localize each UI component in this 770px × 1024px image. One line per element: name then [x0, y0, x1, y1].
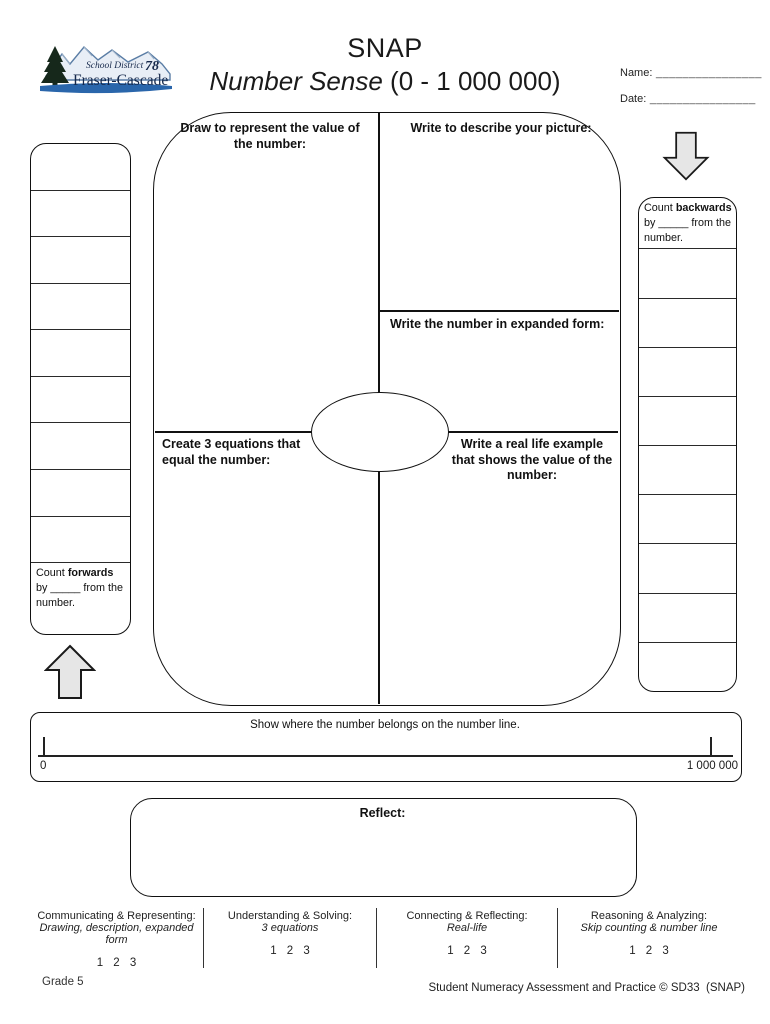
name-date-block: Name: ________________ Date: ___________… [620, 60, 762, 112]
skip-count-cell [31, 191, 130, 238]
reflect-box [130, 798, 637, 897]
rubric-scale: 1 2 3 [96, 957, 137, 969]
real-life-prompt: Write a real life example that shows the… [451, 437, 613, 483]
number-line-min-label: 0 [40, 760, 47, 772]
rubric-subtitle: Skip counting & number line [580, 922, 718, 934]
count-forwards-cells [31, 144, 130, 564]
rubric-scale: 1 2 3 [629, 945, 669, 957]
skip-count-cell [639, 249, 736, 299]
skip-count-cell [639, 594, 736, 643]
skip-count-cell [639, 643, 736, 691]
number-line-box [30, 712, 742, 782]
subtitle-italic: Number Sense [209, 66, 383, 96]
number-line-right-tick [710, 737, 712, 756]
skip-count-cell [31, 284, 130, 331]
skip-count-cell [31, 330, 130, 377]
rubric-connecting: Connecting & Reflecting: Real-life 1 2 3 [376, 908, 557, 968]
up-arrow-icon [43, 644, 97, 700]
rubric-subtitle: Real-life [446, 922, 488, 934]
count-forwards-post: by _____ from the number. [36, 582, 124, 610]
page-subtitle: Number Sense (0 - 1 000 000) [0, 66, 770, 97]
skip-count-cell [31, 423, 130, 470]
logo-district-number: 78 [145, 59, 159, 74]
rubric-scale: 1 2 3 [447, 945, 487, 957]
count-backwards-post: by _____ from the number. [644, 217, 732, 245]
rubric-title: Communicating & Representing: [37, 910, 196, 922]
count-backwards-column: Count backwards by _____ from the number… [638, 197, 737, 692]
rubric-understanding: Understanding & Solving: 3 equations 1 2… [203, 908, 376, 968]
right-upper-divider [380, 310, 619, 312]
date-field: Date: ________________ [620, 86, 762, 112]
skip-count-cell [639, 544, 736, 594]
skip-count-cell [31, 517, 130, 564]
rubric-subtitle: 3 equations [261, 922, 319, 934]
grade-label: Grade 5 [42, 976, 84, 988]
rubric-communicating: Communicating & Representing: Drawing, d… [30, 908, 203, 969]
skip-count-cell [639, 299, 736, 348]
logo-swoosh [40, 83, 172, 94]
skip-count-cell [31, 237, 130, 284]
skip-count-cell [31, 144, 130, 191]
page-title: SNAP [347, 33, 423, 63]
count-backwards-cells [639, 249, 736, 691]
center-number-ellipse [311, 392, 449, 472]
district-logo-graphic: School District 78 Fraser-Cascade [40, 45, 172, 94]
count-backwards-keyword: backwards [675, 202, 732, 214]
district-logo: School District 78 Fraser-Cascade [36, 40, 176, 105]
count-forwards-label: Count forwards by _____ from the number. [31, 563, 130, 634]
rubric-subtitle: Drawing, description, expanded form [39, 922, 194, 946]
date-label: Date: [620, 93, 647, 105]
skip-count-cell [31, 470, 130, 517]
count-forwards-column: Count forwards by _____ from the number. [30, 143, 131, 635]
logo-script-text: School District [86, 61, 144, 71]
skip-count-cell [639, 446, 736, 496]
draw-prompt: Draw to represent the value of the numbe… [180, 121, 360, 151]
name-blank-line: ________________ [652, 67, 762, 79]
skip-count-cell [639, 348, 736, 397]
number-line-instruction: Show where the number belongs on the num… [250, 719, 520, 731]
expanded-form-prompt: Write the number in expanded form: [390, 317, 605, 331]
down-arrow-icon [660, 131, 712, 181]
describe-prompt: Write to describe your picture: [410, 121, 592, 135]
number-line-max-label: 1 000 000 [686, 760, 738, 772]
count-forwards-keyword: forwards [67, 567, 114, 579]
rubric-title: Connecting & Reflecting: [406, 910, 528, 922]
count-backwards-label: Count backwards by _____ from the number… [639, 198, 736, 250]
reflect-label: Reflect: [359, 806, 406, 820]
rubric-scale: 1 2 3 [270, 945, 310, 957]
rubric-reasoning: Reasoning & Analyzing: Skip counting & n… [557, 908, 740, 968]
assessment-rubric: Communicating & Representing: Drawing, d… [30, 908, 740, 969]
equations-prompt: Create 3 equations that equal the number… [162, 437, 301, 467]
number-line [38, 755, 733, 757]
copyright-credit: Student Numeracy Assessment and Practice… [428, 982, 745, 994]
name-field: Name: ________________ [620, 60, 762, 86]
logo-district-name: Fraser-Cascade [73, 72, 168, 89]
skip-count-cell [639, 495, 736, 545]
number-line-left-tick [43, 737, 45, 756]
count-forwards-pre: Count [36, 567, 68, 579]
skip-count-cell [31, 377, 130, 424]
rubric-title: Understanding & Solving: [227, 910, 353, 922]
skip-count-cell [639, 397, 736, 447]
rubric-title: Reasoning & Analyzing: [590, 910, 708, 922]
mountain-ridges [61, 46, 155, 65]
name-label: Name: [620, 67, 653, 79]
subtitle-range: (0 - 1 000 000) [382, 66, 561, 96]
count-backwards-pre: Count [644, 202, 676, 214]
date-blank-line: ________________ [646, 93, 756, 105]
